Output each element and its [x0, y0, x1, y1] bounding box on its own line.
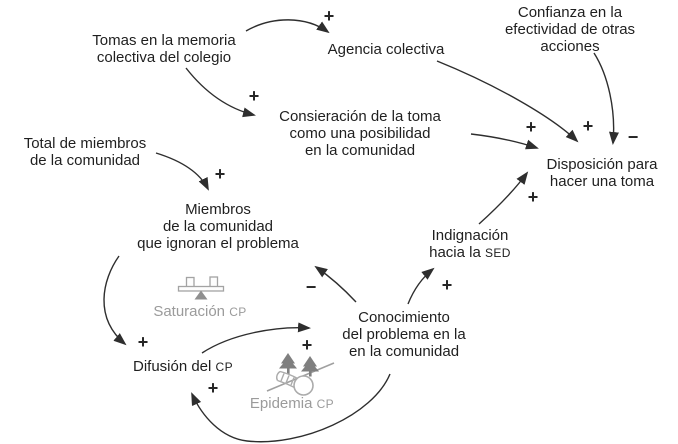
node-conocimiento-problema: Conocimiento del problema en la en la co…: [342, 309, 466, 360]
node-agencia-colectiva: Agencia colectiva: [327, 41, 445, 58]
node-disposicion-toma: Disposición para hacer una toma: [546, 156, 658, 190]
sign-total-miembros: +: [214, 164, 226, 184]
node-saturacion-cp: Saturación CP: [153, 303, 247, 320]
arrow-difusion-conocimiento: [201, 322, 311, 354]
arrow-total-miembros: [155, 152, 209, 191]
node-difusion-cp: Difusión del CP: [132, 358, 234, 375]
arrow-consieracion-disposicion: [470, 133, 539, 150]
sign-difusion-conocimiento: +: [301, 335, 313, 355]
sign-indignacion-disposicion: +: [527, 187, 539, 207]
arrow-agencia-disposicion: [436, 60, 579, 143]
sign-miembros-difusion: +: [137, 332, 149, 352]
sign-agencia-disposicion: +: [582, 116, 594, 136]
sign-tomas-consieracion: +: [248, 86, 260, 106]
arrow-conocimiento-miembros: [314, 265, 357, 303]
arrow-indignacion-disposicion: [478, 171, 529, 225]
arrow-tomas-consieracion: [185, 67, 256, 118]
arrow-conocimiento-difusion: [191, 373, 391, 443]
balance-scale-icon: [177, 276, 225, 300]
node-indignacion-sed: Indignación hacia la SED: [429, 227, 511, 261]
node-total-miembros: Total de miembros de la comunidad: [23, 135, 147, 169]
sign-consieracion-disposicion: +: [525, 117, 537, 137]
node-confianza-efectividad: Confianza en la efectividad de otras acc…: [504, 4, 636, 55]
node-tomas-memoria-colectiva: Tomas en la memoria colectiva del colegi…: [92, 32, 236, 66]
node-consieracion-toma: Consieración de la toma como una posibil…: [279, 108, 441, 159]
sign-conocimiento-miembros: −: [305, 277, 317, 297]
node-epidemia-cp: Epidemia CP: [249, 395, 335, 412]
arrow-confianza-disposicion: [593, 52, 619, 145]
snowball-epidemic-icon: [266, 353, 335, 396]
arrow-miembros-difusion: [103, 255, 127, 346]
arrow-conocimiento-indignacion: [407, 267, 435, 305]
sign-tomas-agencia: +: [323, 6, 335, 26]
sign-conocimiento-indignacion: +: [441, 275, 453, 295]
sign-confianza-disposicion: −: [627, 127, 639, 147]
arrow-tomas-agencia: [245, 19, 330, 34]
node-miembros-ignoran: Miembros de la comunidad que ignoran el …: [137, 201, 299, 252]
sign-conocimiento-difusion: +: [207, 378, 219, 398]
